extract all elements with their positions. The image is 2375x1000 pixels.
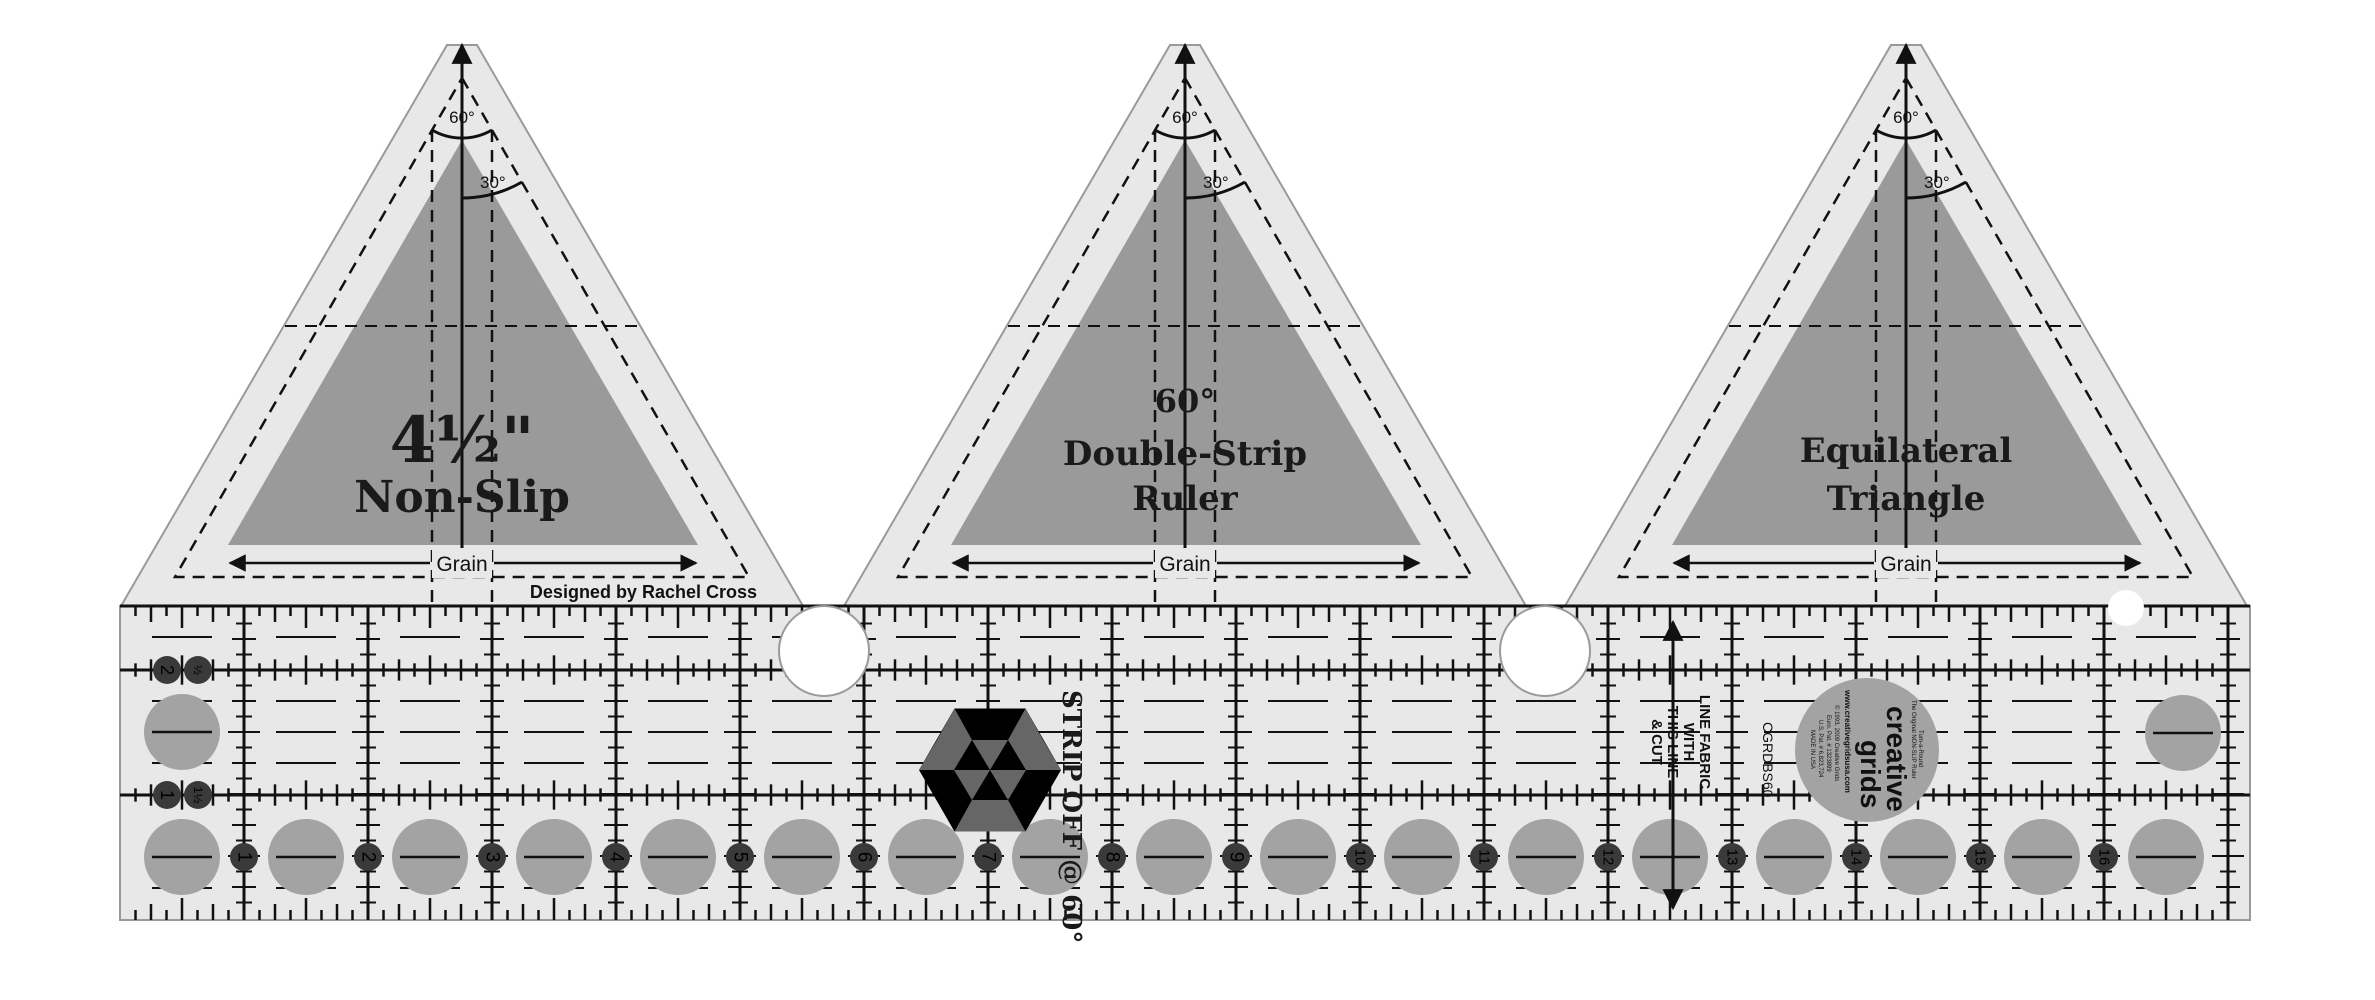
svg-text:creative: creative	[1881, 706, 1912, 812]
inch-number: 2	[358, 852, 379, 863]
number-dot	[153, 781, 181, 809]
inch-number: 7	[978, 852, 999, 863]
angle-30-label: 30°	[480, 173, 506, 192]
shape-name-line1: Equilateral	[1800, 431, 2013, 471]
inch-number: 9	[1226, 852, 1247, 863]
designer-credit: Designed by Rachel Cross	[530, 582, 757, 602]
number-dot	[1594, 843, 1622, 871]
svg-text:www.creativegridsusa.com: www.creativegridsusa.com	[1843, 689, 1852, 793]
degree-label: 60°	[1155, 382, 1216, 420]
inch-number: 14	[1848, 849, 1865, 866]
angle-30-label: 30°	[1203, 173, 1229, 192]
inch-number: 3	[482, 852, 503, 863]
angle-30-label: 30°	[1924, 173, 1950, 192]
svg-text:U.S. Pat. # 6,823,724: U.S. Pat. # 6,823,724	[1817, 720, 1823, 778]
number-dot	[184, 781, 212, 809]
inch-number: 13	[1724, 849, 1741, 866]
number-dot	[354, 843, 382, 871]
inch-number: 10	[1352, 849, 1369, 866]
product-name-line2: Ruler	[1132, 479, 1239, 519]
number-dot	[230, 843, 258, 871]
number-dot	[184, 656, 212, 684]
number-dot	[1222, 843, 1250, 871]
triangle-3	[1565, 45, 2247, 606]
ruler-circles	[144, 694, 2221, 895]
number-dot	[1718, 843, 1746, 871]
grain-label: Grain	[1159, 553, 1210, 576]
grain-label: Grain	[1880, 553, 1931, 576]
line-fabric-text: THIS LINE	[1664, 706, 1681, 779]
inch-number: 16	[2096, 849, 2113, 866]
svg-text:grids: grids	[1855, 740, 1886, 808]
line-fabric-text: & CUT	[1648, 719, 1665, 765]
inch-number: 5	[730, 852, 751, 863]
number-dot	[974, 843, 1002, 871]
inch-number: 11	[1476, 849, 1493, 865]
size-label: 4½"	[390, 403, 535, 478]
inch-number: 1	[234, 852, 255, 863]
number-dot	[726, 843, 754, 871]
creative-grids-logo: Turn-a-Round The Original NON-SLIP Ruler…	[1795, 678, 1939, 822]
inch-number: 6	[854, 852, 875, 863]
strip-off-label: STRIP OFF @ 60°	[1056, 690, 1086, 943]
svg-text:© 1993, 2009 Creative Grids: © 1993, 2009 Creative Grids	[1833, 705, 1840, 781]
hexagon-icon	[919, 708, 1061, 832]
angle-60-label: 60°	[1893, 108, 1919, 127]
grain-label: Grain	[436, 553, 487, 576]
inch-number: 12	[1600, 849, 1617, 866]
inch-number: 1	[157, 790, 177, 800]
angle-60-label: 60°	[1172, 108, 1198, 127]
inch-number: 8	[1102, 852, 1123, 863]
svg-text:Euro. Pat. # 1323899: Euro. Pat. # 1323899	[1825, 715, 1831, 772]
inch-number: 2	[157, 665, 177, 675]
svg-text:Turn-a-Round: Turn-a-Round	[1917, 730, 1923, 767]
number-dot	[1098, 843, 1126, 871]
number-dot	[478, 843, 506, 871]
sku-label: CGRDBS60	[1760, 722, 1776, 798]
triangle-2	[844, 45, 1526, 606]
number-dot	[2090, 843, 2118, 871]
number-dot	[1966, 843, 1994, 871]
number-dot	[602, 843, 630, 871]
number-dot	[1842, 843, 1870, 871]
line-fabric-text: WITH	[1680, 723, 1697, 761]
hang-hole	[2108, 590, 2144, 626]
non-slip-label: Non-Slip	[354, 472, 570, 523]
inch-number: 4	[606, 852, 627, 863]
angle-60-label: 60°	[449, 108, 475, 127]
number-dot	[1470, 843, 1498, 871]
number-dot	[850, 843, 878, 871]
inch-number: 15	[1972, 849, 1989, 866]
inch-number: ½	[191, 665, 205, 675]
svg-text:MADE IN USA: MADE IN USA	[1809, 730, 1815, 769]
number-dot	[153, 656, 181, 684]
inch-number: 1½	[191, 787, 205, 804]
notch-2	[1499, 605, 1591, 697]
line-fabric-text: LINE FABRIC	[1696, 695, 1713, 789]
number-dot	[1346, 843, 1374, 871]
product-name-line1: Double-Strip	[1063, 434, 1307, 474]
notch-1	[778, 605, 870, 697]
shape-name-line2: Triangle	[1827, 479, 1986, 519]
svg-text:The Original NON-SLIP Ruler: The Original NON-SLIP Ruler	[1910, 700, 1916, 779]
